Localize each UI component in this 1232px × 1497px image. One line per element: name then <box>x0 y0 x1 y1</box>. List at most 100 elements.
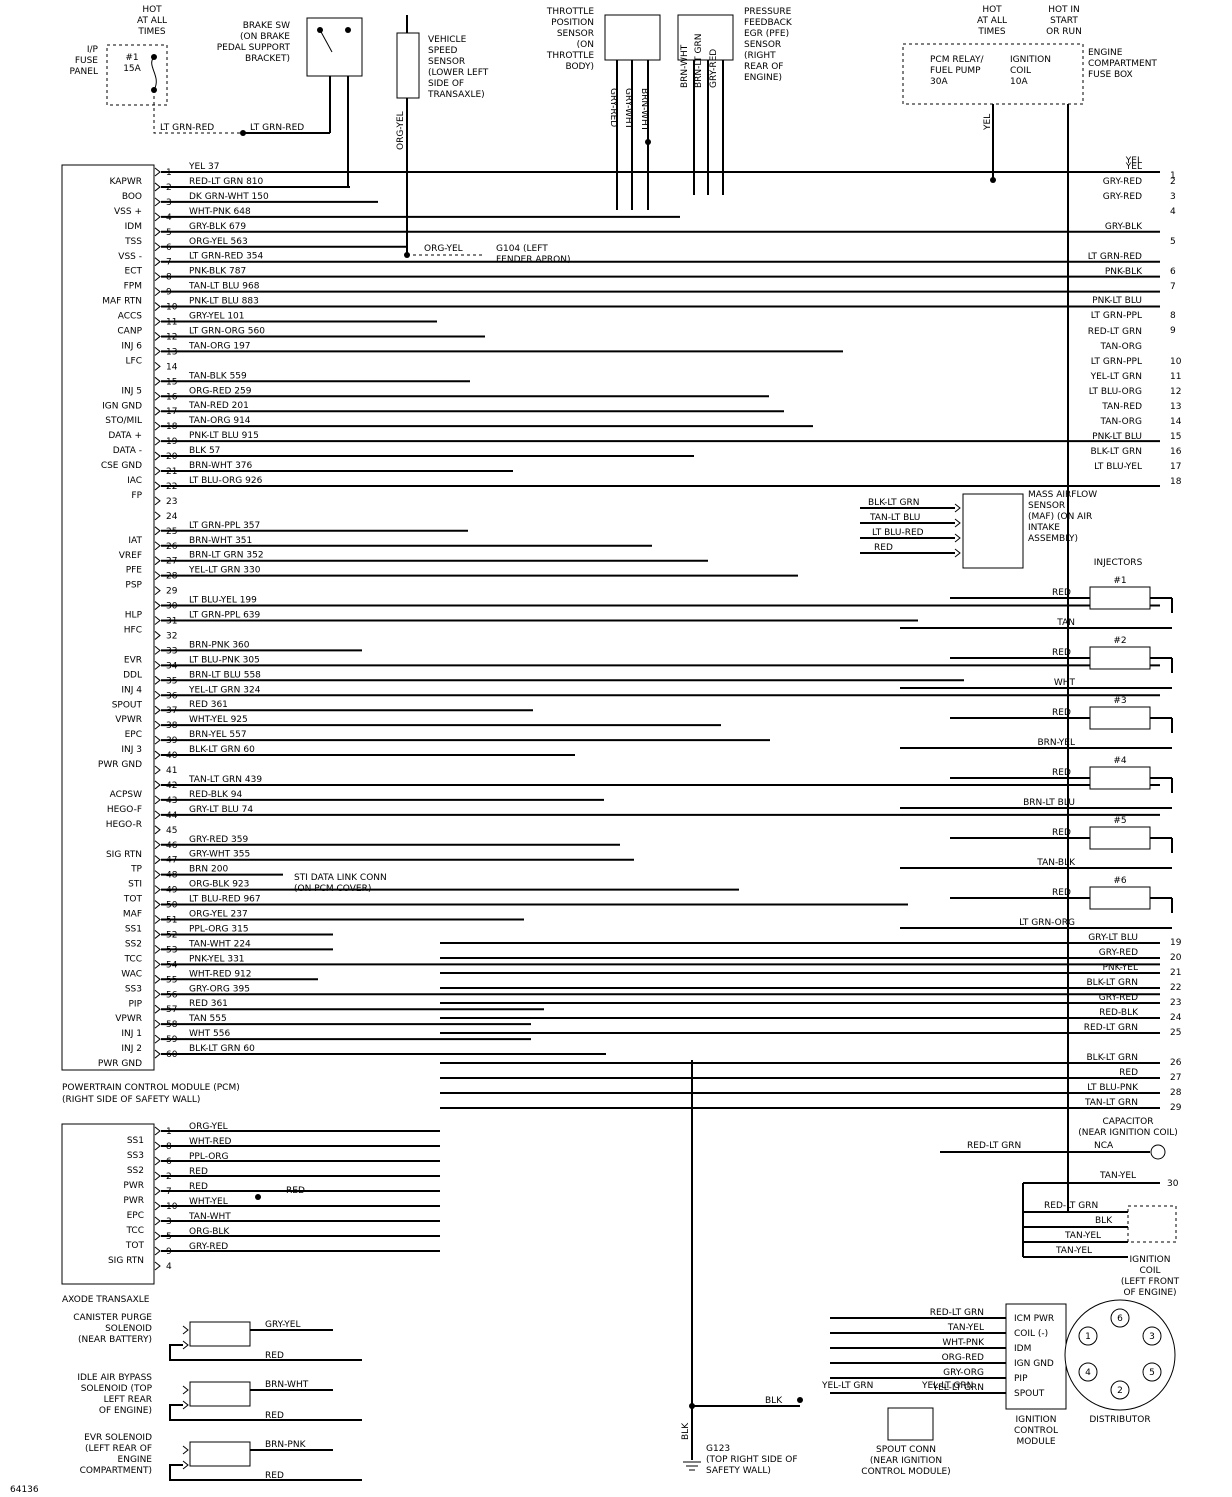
pin-chevron <box>154 660 161 670</box>
pin-chevron <box>954 503 961 513</box>
pcm-pin-number: 28 <box>166 572 178 582</box>
pin-chevron <box>182 1460 189 1470</box>
pfe-wire-label: GRY-RED <box>709 49 719 88</box>
right-wire-color: LT BLU-YEL <box>1094 462 1142 472</box>
right-connector-number: 14 <box>1170 417 1182 427</box>
right-wire-color: PNK-YEL <box>1103 963 1139 973</box>
injector-red-wire-label: RED <box>1052 828 1071 838</box>
pcm-pin-function: IGN GND <box>102 401 142 411</box>
right-wire-color: BLK-LT GRN <box>1087 1053 1139 1063</box>
pcm-pin-function: HFC <box>124 626 142 636</box>
splice-dot <box>345 27 351 33</box>
pcm-pin-wire-color: PPL-ORG 315 <box>189 924 249 934</box>
pcm-pin-number: 18 <box>166 422 178 432</box>
axode-pin-wire-color: WHT-YEL <box>189 1197 228 1207</box>
vss-wire-label: ORG-YEL <box>396 111 406 150</box>
g123-wire-label-2: BLK <box>765 1396 783 1406</box>
pcm-pin-wire-color: RED-LT GRN 810 <box>189 177 264 187</box>
pin-chevron <box>154 1201 161 1211</box>
maf-wire-label: BLK-LT GRN <box>868 498 920 508</box>
pcm-pin-number: 40 <box>166 751 178 761</box>
pcm-pin-function: SS3 <box>125 984 142 994</box>
pin-chevron <box>154 825 161 835</box>
pin-chevron <box>154 526 161 536</box>
pin-chevron <box>154 481 161 491</box>
pcm-pin-number: 22 <box>166 482 177 492</box>
pcm-pin-function: ACCS <box>118 312 143 322</box>
pin-chevron <box>154 287 161 296</box>
icm-wire-label: ORG-RED <box>942 1353 984 1363</box>
pcm-pin-number: 15 <box>166 377 177 387</box>
pin-chevron <box>154 1019 161 1029</box>
pcm-pin-function: DATA + <box>108 431 142 441</box>
distributor-terminal <box>1110 1308 1130 1328</box>
pin-chevron <box>154 870 161 880</box>
pcm-pin-number: 47 <box>166 856 177 866</box>
pin-chevron <box>154 406 161 416</box>
pcm-pin-wire-color: TAN-RED 201 <box>188 401 249 411</box>
pin-chevron <box>182 1325 189 1335</box>
pcm-pin-function: HEGO-R <box>106 820 142 830</box>
pcm-pin-number: 4 <box>166 213 172 223</box>
right-connector-number: 27 <box>1170 1073 1181 1083</box>
axode-pin-number: 7 <box>166 1187 172 1197</box>
axode-pin-number: 3 <box>166 1217 172 1227</box>
pcm-pin-wire-color: YEL-LT GRN 324 <box>188 685 261 695</box>
distributor-terminal-number: 3 <box>1149 1332 1155 1342</box>
right-wire-color: RED <box>1119 1068 1138 1078</box>
right-wire-color: RED-BLK <box>1099 1008 1139 1018</box>
pcm-pin-number: 37 <box>166 706 177 716</box>
maf-wire-label: LT BLU-RED <box>872 528 924 538</box>
pin-chevron <box>154 765 161 775</box>
right-connector-number: 17 <box>1170 462 1181 472</box>
right-connector-number: 24 <box>1170 1013 1182 1023</box>
pcm-pin-wire-color: GRY-LT BLU 74 <box>189 805 253 815</box>
icm-pin-label: COIL (-) <box>1014 1329 1048 1339</box>
vss-body <box>396 32 420 99</box>
pin-chevron <box>154 1186 161 1196</box>
right-wire-color: TAN-RED <box>1101 402 1142 412</box>
pin-chevron <box>154 705 161 715</box>
pin-chevron <box>154 451 161 461</box>
pin-chevron <box>154 182 161 192</box>
injector-red-wire-label: RED <box>1052 708 1071 718</box>
pin-chevron <box>154 317 161 326</box>
pcm-pin-number: 11 <box>166 318 177 328</box>
pin-chevron <box>154 436 161 446</box>
solenoid-red-wire-label: RED <box>265 1471 284 1481</box>
injector-signal-wire-label: WHT <box>1054 678 1076 688</box>
pin-chevron <box>154 1156 161 1166</box>
wire <box>169 1404 362 1421</box>
right-wire-color: GRY-LT BLU <box>1088 933 1138 943</box>
right-connector-number: 5 <box>1170 237 1176 247</box>
pin-chevron <box>154 885 161 894</box>
right-connector-number: 13 <box>1170 402 1181 412</box>
pcm-pin-wire-color: GRY-WHT 355 <box>189 850 250 860</box>
pcm-pin-number: 42 <box>166 781 177 791</box>
pcm-pin-function: STI <box>128 880 142 890</box>
injector-number: #3 <box>1113 696 1126 706</box>
pcm-pin-wire-color: LT BLU-PNK 305 <box>189 655 260 665</box>
axode-pin-number: 9 <box>166 1247 172 1257</box>
pcm-pin-number: 21 <box>166 467 177 477</box>
pcm-pin-function: TP <box>130 865 142 875</box>
pcm-pin-number: 5 <box>166 228 172 238</box>
pcm-pin-wire-color: TAN 555 <box>188 1014 227 1024</box>
pfe-wire-label: BRN-LT GRN <box>694 33 704 88</box>
pin-chevron <box>154 1171 161 1181</box>
pcm-pin-number: 13 <box>166 347 177 357</box>
solenoid-signal-wire-label: BRN-WHT <box>265 1380 309 1390</box>
right-connector-number: 29 <box>1170 1103 1182 1113</box>
spout-wire-label: YEL-LT GRN <box>821 1381 873 1391</box>
axode-title: AXODE TRANSAXLE <box>62 1295 150 1305</box>
pcm-pin-function: SS2 <box>125 939 142 949</box>
pin-chevron <box>154 361 161 371</box>
axode-pin-number: 4 <box>166 1262 172 1272</box>
pin-chevron <box>154 750 161 760</box>
pcm-pin-function: INJ 1 <box>121 1029 142 1039</box>
capacitor-label: CAPACITOR(NEAR IGNITION COIL) <box>1078 1117 1178 1138</box>
injector-number: #5 <box>1113 816 1126 826</box>
right-wire-color: LT GRN-PPL <box>1091 357 1142 367</box>
